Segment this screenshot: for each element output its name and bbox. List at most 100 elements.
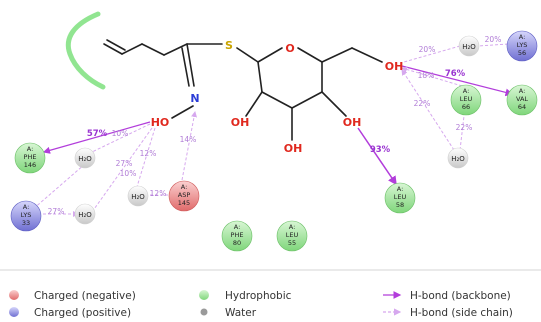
svg-text:33: 33 <box>22 219 30 227</box>
svg-text:58: 58 <box>396 201 404 209</box>
residue-leu66: A: LEU 66 <box>450 84 482 116</box>
pct-27a: 27% <box>116 159 133 168</box>
interaction-percentages: 57% 10% 12% 27% 10% 12% 27% 14% 93% 20% … <box>48 35 502 216</box>
pct-12: 12% <box>140 149 157 158</box>
svg-text:H₂O: H₂O <box>78 155 92 163</box>
legend-hbond-sidechain: H-bond (side chain) <box>383 307 513 319</box>
atom-o-ring: O <box>285 42 294 55</box>
pct-22b: 22% <box>456 123 473 132</box>
hbond-w3-ho <box>91 127 153 213</box>
atom-oh-c4: OH <box>284 142 303 155</box>
svg-text:LEU: LEU <box>460 95 473 103</box>
pct-57: 57% <box>87 129 108 139</box>
hbond-w1-lys33 <box>31 163 86 211</box>
svg-text:55: 55 <box>288 239 296 247</box>
water-w2: H₂O <box>127 185 149 207</box>
pct-18: 18% <box>418 71 435 80</box>
svg-text:Charged (negative): Charged (negative) <box>34 290 136 302</box>
svg-text:ASP: ASP <box>178 191 191 199</box>
svg-text:64: 64 <box>518 103 526 111</box>
pct-22a: 22% <box>414 99 431 108</box>
legend: Charged (negative) Charged (positive) Hy… <box>9 290 513 319</box>
residue-leu55: A: LEU 55 <box>276 220 308 252</box>
svg-text:146: 146 <box>24 161 36 169</box>
legend-water: Water <box>200 307 257 319</box>
svg-text:A:: A: <box>397 185 404 193</box>
svg-text:Water: Water <box>225 307 257 319</box>
svg-text:H₂O: H₂O <box>462 43 476 51</box>
svg-text:H₂O: H₂O <box>78 211 92 219</box>
residue-lys33: A: LYS 33 <box>10 200 42 232</box>
svg-text:56: 56 <box>518 49 526 57</box>
svg-text:A:: A: <box>519 87 526 95</box>
hbond-w5-leu66 <box>459 115 465 151</box>
residue-leu58: A: LEU 58 <box>384 182 416 214</box>
svg-text:A:: A: <box>519 33 526 41</box>
legend-hbond-backbone: H-bond (backbone) <box>383 290 511 302</box>
hbond-w5-oh <box>401 69 455 151</box>
pct-76: 76% <box>445 69 466 79</box>
svg-text:H₂O: H₂O <box>131 193 145 201</box>
svg-text:VAL: VAL <box>516 95 528 103</box>
solvent-exposure-arc <box>65 11 106 90</box>
residue-phe80: A: PHE 80 <box>221 220 253 252</box>
water-w1: H₂O <box>74 147 96 169</box>
pct-10a: 10% <box>112 129 129 138</box>
hbond-asp145-n <box>181 111 198 181</box>
svg-text:80: 80 <box>233 239 241 247</box>
interaction-lines <box>31 43 514 217</box>
atom-labels: S O N HO OH OH OH OH <box>151 39 404 155</box>
pct-20a: 20% <box>419 45 436 54</box>
residue-val64: A: VAL 64 <box>506 84 538 116</box>
svg-text:66: 66 <box>462 103 470 111</box>
residue-lys56: A: LYS 56 <box>506 30 538 62</box>
hbond-lys56-w4 <box>477 43 509 47</box>
svg-text:Hydrophobic: Hydrophobic <box>225 290 292 302</box>
svg-text:H-bond (backbone): H-bond (backbone) <box>410 290 511 302</box>
pct-10b: 10% <box>120 169 137 178</box>
hbond-w1-ho <box>91 123 151 153</box>
water-icon <box>200 308 208 316</box>
water-w4: H₂O <box>458 35 480 57</box>
hbond-oh-val64 <box>401 65 514 97</box>
atom-oh-c3: OH <box>231 116 250 129</box>
pct-12b: 12% <box>150 189 167 198</box>
svg-text:LEU: LEU <box>394 193 407 201</box>
svg-text:LYS: LYS <box>517 41 528 49</box>
hbond-phe146-ho <box>42 121 151 154</box>
svg-text:H₂O: H₂O <box>451 155 465 163</box>
legend-hydrophobic: Hydrophobic <box>199 290 292 302</box>
pct-20b: 20% <box>485 35 502 44</box>
legend-charged-positive: Charged (positive) <box>9 307 131 319</box>
svg-text:PHE: PHE <box>231 231 244 239</box>
svg-text:H-bond (side chain): H-bond (side chain) <box>410 307 513 319</box>
hbond-w2-ho <box>135 127 156 191</box>
legend-charged-negative: Charged (negative) <box>9 290 136 302</box>
atom-s: S <box>225 39 233 52</box>
residue-phe146: A: PHE 146 <box>14 142 46 174</box>
svg-text:Charged (positive): Charged (positive) <box>34 307 131 319</box>
svg-text:LEU: LEU <box>286 231 299 239</box>
ligand-skeleton <box>103 39 383 141</box>
atom-ho-oxime: HO <box>151 116 170 129</box>
svg-text:145: 145 <box>178 199 190 207</box>
svg-text:A:: A: <box>181 183 188 191</box>
svg-text:A:: A: <box>289 223 296 231</box>
hbond-oh-leu58 <box>357 127 397 186</box>
atom-n: N <box>190 92 199 105</box>
svg-text:A:: A: <box>234 223 241 231</box>
residue-asp145: A: ASP 145 <box>168 180 200 212</box>
pct-93: 93% <box>370 145 391 155</box>
svg-text:PHE: PHE <box>24 153 37 161</box>
water-w5: H₂O <box>447 147 469 169</box>
atom-oh-c5: OH <box>343 116 362 129</box>
svg-text:A:: A: <box>23 203 30 211</box>
svg-text:A:: A: <box>463 87 470 95</box>
atom-oh-ch2: OH <box>385 60 404 73</box>
svg-text:LYS: LYS <box>21 211 32 219</box>
pct-27b: 27% <box>48 207 65 216</box>
water-w3: H₂O <box>74 203 96 225</box>
svg-text:A:: A: <box>27 145 34 153</box>
pct-14: 14% <box>180 135 197 144</box>
